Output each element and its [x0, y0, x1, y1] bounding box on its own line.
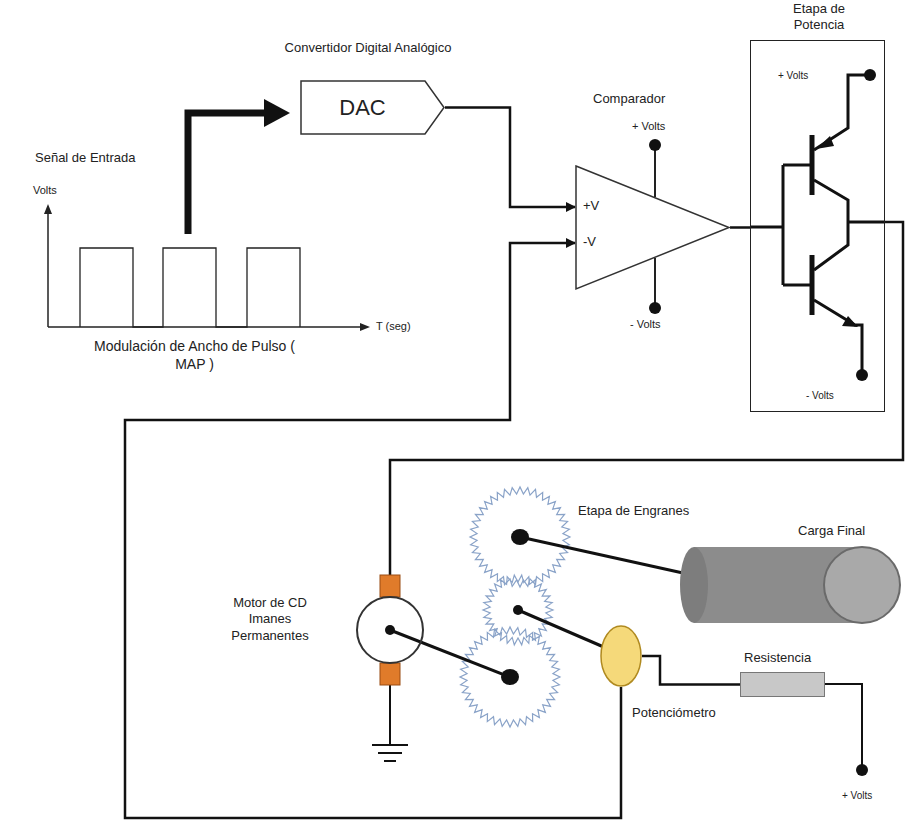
emitter-wire [814, 75, 870, 150]
terminal-dot [649, 139, 661, 151]
dac-label: DAC [300, 94, 425, 122]
emitter-arrow [816, 136, 834, 149]
ground-symbol [378, 752, 402, 754]
potentiometer-disc [601, 626, 641, 686]
axis-arrow [360, 323, 370, 331]
pin-label: -V [583, 234, 596, 250]
gear-train [460, 487, 570, 727]
terminal-dot [649, 302, 661, 314]
gear [470, 487, 570, 587]
node-heading: Convertidor Digital Analógico [238, 40, 498, 56]
node-heading: Comparador [593, 91, 665, 107]
transistor-base [810, 135, 815, 195]
dc-motor: Motor de CD Imanes Permanentes [355, 575, 425, 685]
shaft [520, 537, 692, 575]
motor-circle [357, 597, 423, 663]
node-heading: Motor de CD Imanes Permanentes [215, 595, 325, 644]
terminal-dot [864, 69, 876, 81]
wire [445, 108, 575, 208]
wire [730, 226, 750, 229]
resistor-symbol: Resistencia [740, 672, 825, 697]
potentiometer-shape [600, 625, 642, 687]
motor-brush [380, 663, 400, 685]
final-load-shape [680, 545, 902, 625]
dc-motor-shape [355, 575, 425, 685]
shaft [390, 630, 510, 677]
base-wire [783, 164, 812, 167]
resistor-body [741, 673, 825, 697]
dac-box: Convertidor Digital AnalógicoDAC [300, 80, 445, 135]
ground-symbol [384, 760, 396, 762]
power-stage-box: Etapa de Potencia [750, 40, 885, 412]
supply-wire [654, 258, 656, 308]
collector-wire [814, 180, 848, 270]
dac-outline [301, 81, 444, 134]
signal-title: Señal de Entrada [35, 150, 135, 166]
output-wire [848, 221, 885, 224]
wire [642, 656, 740, 685]
comparator-shape [575, 165, 730, 290]
supply-label: + Volts [778, 70, 808, 83]
x-axis [48, 326, 362, 328]
cylinder-end [680, 547, 708, 623]
terminal-dot [856, 369, 868, 381]
pin-label: +V [583, 198, 599, 214]
terminal-dot [856, 764, 868, 776]
comparator: Comparador+V-V [575, 165, 730, 290]
supply-label: + Volts [632, 120, 665, 134]
cylinder-face [824, 547, 900, 623]
comparator-triangle [576, 166, 729, 289]
ground-wire [389, 685, 391, 745]
supply-wire [654, 145, 656, 197]
signal-caption: Modulación de Ancho de Pulso ( MAP ) [92, 338, 297, 373]
signal-arrowhead [264, 99, 290, 127]
node-heading: Etapa de Potencia [779, 1, 859, 34]
shaft [518, 610, 606, 648]
final-load: Carga Final [680, 545, 902, 625]
wire [125, 243, 621, 818]
ground-symbol [372, 744, 408, 746]
axis-label: Volts [33, 184, 57, 198]
gear [460, 627, 560, 727]
axis-label: T (seg) [376, 320, 411, 334]
pwm-pulses [80, 248, 300, 327]
emitter-wire [814, 300, 862, 375]
motor-hub [385, 625, 395, 635]
gear-hub [513, 605, 523, 615]
node-heading: Resistencia [744, 650, 811, 666]
supply-label: - Volts [806, 390, 834, 403]
signal-arrow [188, 113, 266, 234]
gear-hub [501, 669, 519, 685]
emitter-arrow [842, 316, 858, 327]
supply-label: + Volts [842, 790, 872, 803]
y-axis [47, 212, 49, 327]
base-wire [750, 226, 783, 229]
gear-hub [511, 529, 529, 545]
base-wire [782, 165, 785, 285]
base-wire [783, 284, 812, 287]
supply-label: - Volts [630, 318, 661, 332]
resistor-symbol-shape [740, 672, 825, 697]
supply-wire [825, 684, 862, 770]
axis-arrow [44, 204, 52, 214]
node-heading: Carga Final [798, 523, 865, 539]
motor-brush [380, 575, 400, 597]
node-heading: Potenciómetro [632, 705, 716, 721]
wire [390, 222, 903, 575]
transistor-base [810, 255, 815, 315]
potentiometer: Potenciómetro [600, 625, 642, 687]
gear-label: Etapa de Engranes [578, 503, 689, 519]
